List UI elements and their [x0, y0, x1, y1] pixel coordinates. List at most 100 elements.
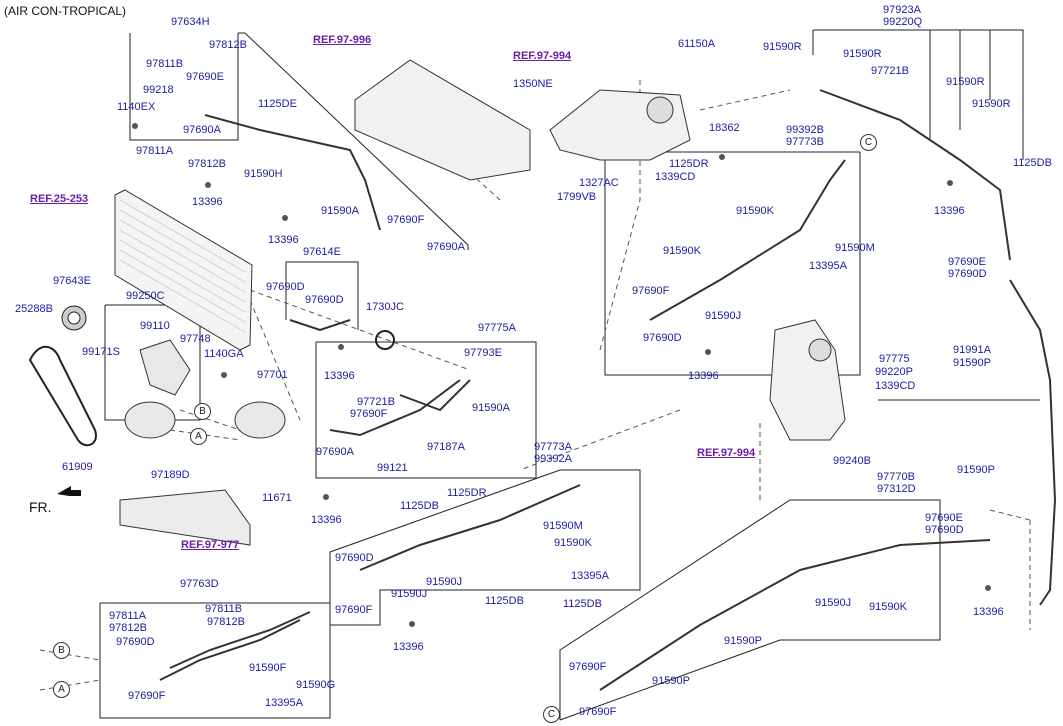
part-label[interactable]: 91590K [869, 601, 907, 613]
part-label[interactable]: 91590K [736, 205, 774, 217]
part-label[interactable]: 97614E [303, 246, 341, 258]
ref-25-253-link[interactable]: REF.25-253 [30, 193, 89, 205]
part-label[interactable]: 97690F [128, 690, 166, 702]
part-label[interactable]: 13395A [265, 697, 303, 709]
part-label[interactable]: 97690E [948, 256, 986, 268]
part-label[interactable]: 97690E [925, 512, 963, 524]
part-label[interactable]: 13396 [192, 196, 223, 208]
part-label[interactable]: 91590K [554, 537, 592, 549]
part-label[interactable]: 91590J [705, 310, 742, 322]
part-label[interactable]: 97775A [478, 322, 516, 334]
part-label[interactable]: 91590F [249, 662, 287, 674]
part-label[interactable]: 1125DB [485, 595, 524, 607]
part-label[interactable]: 97634H [171, 16, 210, 28]
part-label[interactable]: 13395A [809, 260, 847, 272]
part-label[interactable]: 97748 [180, 333, 211, 345]
part-label[interactable]: 18362 [709, 122, 740, 134]
part-label[interactable]: 97811B [146, 58, 184, 70]
part-label[interactable]: 91590K [663, 245, 701, 257]
part-label[interactable]: 1327AC [579, 177, 619, 189]
part-label[interactable]: 97690F [632, 285, 670, 297]
part-label[interactable]: 13396 [688, 370, 719, 382]
part-label[interactable]: 99110 [140, 320, 170, 332]
part-label[interactable]: 91590J [391, 588, 428, 600]
part-label[interactable]: 97312D [877, 483, 916, 495]
part-label[interactable]: 91590R [763, 41, 802, 53]
part-label[interactable]: 97773A [534, 441, 572, 453]
part-label[interactable]: 97690F [579, 706, 617, 718]
part-label[interactable]: 13395A [571, 570, 609, 582]
part-label[interactable]: 99171S [82, 346, 120, 358]
part-label[interactable]: 91590P [724, 635, 762, 647]
part-label[interactable]: 97690D [335, 552, 374, 564]
ref-97-994-link-bottom[interactable]: REF.97-994 [697, 447, 756, 459]
part-label[interactable]: 91590H [244, 168, 283, 180]
part-label[interactable]: 97690D [948, 268, 987, 280]
part-label[interactable]: 91991A [953, 344, 991, 356]
part-label[interactable]: 99392A [534, 453, 572, 465]
part-label[interactable]: 97773B [786, 136, 824, 148]
part-label[interactable]: 97690D [266, 281, 305, 293]
part-label[interactable]: 61909 [62, 461, 93, 473]
part-label[interactable]: 91590A [321, 205, 359, 217]
part-label[interactable]: 1125DB [1013, 157, 1052, 169]
part-label[interactable]: 1799VB [557, 191, 597, 203]
part-label[interactable]: 97690A [183, 124, 221, 136]
part-label[interactable]: 97690D [305, 294, 344, 306]
part-label[interactable]: 1140EX [117, 101, 156, 113]
part-label[interactable]: 91590P [953, 357, 991, 369]
part-label[interactable]: 97690D [116, 636, 155, 648]
part-label[interactable]: 99250C [126, 290, 165, 302]
part-label[interactable]: 13396 [324, 370, 355, 382]
part-label[interactable]: 97923A [883, 4, 921, 16]
part-label[interactable]: 1350NE [513, 78, 553, 90]
part-label[interactable]: 97812B [188, 158, 226, 170]
part-label[interactable]: 91590R [843, 48, 882, 60]
part-label[interactable]: 91590R [946, 76, 985, 88]
part-label[interactable]: 91590M [835, 242, 875, 254]
part-label[interactable]: 1730JC [366, 301, 404, 313]
part-label[interactable]: 97812B [209, 39, 247, 51]
part-label[interactable]: 99218 [143, 84, 174, 96]
part-label[interactable]: 97690A [427, 241, 465, 253]
part-label[interactable]: 13396 [393, 641, 424, 653]
part-label[interactable]: 97690D [925, 524, 964, 536]
part-label[interactable]: 13396 [268, 234, 299, 246]
part-label[interactable]: 91590A [472, 402, 510, 414]
part-label[interactable]: 97811A [136, 145, 174, 157]
part-label[interactable]: 97690F [350, 408, 388, 420]
part-label[interactable]: 13396 [311, 514, 342, 526]
part-label[interactable]: 97643E [53, 275, 91, 287]
part-label[interactable]: 99220Q [883, 16, 923, 28]
part-label[interactable]: 99220P [875, 366, 913, 378]
part-label[interactable]: 91590P [957, 464, 995, 476]
part-label[interactable]: 1140GA [204, 348, 244, 360]
part-label[interactable]: 61150A [678, 38, 716, 50]
part-label[interactable]: 97690F [387, 214, 425, 226]
part-label[interactable]: 97812B [207, 616, 245, 628]
ref-97-996-link[interactable]: REF.97-996 [313, 34, 372, 46]
part-label[interactable]: 91590R [972, 98, 1011, 110]
part-label[interactable]: 97812B [109, 622, 147, 634]
part-label[interactable]: 97701 [257, 369, 288, 381]
part-label[interactable]: 97721B [357, 396, 395, 408]
part-label[interactable]: 1125DB [400, 500, 439, 512]
part-label[interactable]: 11671 [262, 492, 292, 504]
part-label[interactable]: 91590J [815, 597, 852, 609]
part-label[interactable]: 99392B [786, 124, 824, 136]
part-label[interactable]: 97690E [186, 71, 224, 83]
part-label[interactable]: 97811B [205, 603, 243, 615]
part-label[interactable]: 97690A [316, 446, 354, 458]
part-label[interactable]: 97721B [871, 65, 909, 77]
part-label[interactable]: 13396 [973, 606, 1004, 618]
part-label[interactable]: 99121 [377, 462, 408, 474]
part-label[interactable]: 97690D [643, 332, 682, 344]
part-label[interactable]: 97690F [569, 661, 607, 673]
part-label[interactable]: 91590M [543, 520, 583, 532]
part-label[interactable]: 25288B [15, 303, 53, 315]
part-label[interactable]: 13396 [934, 205, 965, 217]
part-label[interactable]: 97770B [877, 471, 915, 483]
part-label[interactable]: 97793E [464, 347, 502, 359]
part-label[interactable]: 97775 [879, 353, 910, 365]
ref-97-977-link[interactable]: REF.97-977 [181, 539, 240, 551]
